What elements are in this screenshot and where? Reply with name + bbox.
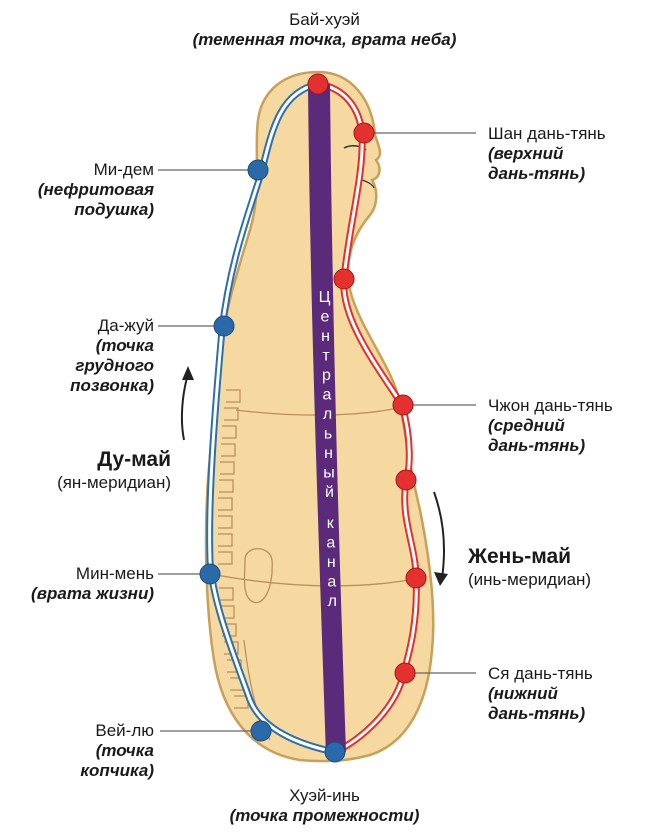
point-huey-in (325, 742, 345, 762)
shan-dantyan-desc-1: (верхний (488, 144, 648, 164)
sya-dantyan-desc-2: дань-тянь) (488, 704, 648, 724)
mi-dem-name: Ми-дем (0, 160, 154, 180)
zhon-dantyan-desc-1: (средний (488, 416, 648, 436)
top-point-label: Бай-хуэй (теменная точка, врата неба) (0, 10, 649, 50)
label-zhen-mai: Жень-май (инь-меридиан) (468, 544, 643, 590)
point-da-zhuy (214, 316, 234, 336)
shan-dantyan-name: Шан дань-тянь (488, 124, 648, 144)
label-du-mai: Ду-май (ян-меридиан) (0, 447, 171, 493)
mi-dem-desc-2: подушка) (0, 200, 154, 220)
top-point-desc: (теменная точка, врата неба) (0, 30, 649, 50)
bottom-point-name: Хуэй-инь (0, 786, 649, 806)
sya-dantyan-desc-1: (нижний (488, 684, 648, 704)
du-mai-arrow (182, 366, 194, 440)
label-mi-dem: Ми-дем (нефритовая подушка) (0, 160, 154, 220)
zhen-mai-subtitle: (инь-меридиан) (468, 570, 643, 590)
mi-dem-desc-1: (нефритовая (0, 180, 154, 200)
label-da-zhuy: Да-жуй (точка грудного позвонка) (0, 316, 154, 396)
vey-lyu-name: Вей-лю (0, 721, 154, 741)
point-upper-red (334, 269, 354, 289)
sya-dantyan-name: Ся дань-тянь (488, 664, 648, 684)
bottom-point-label: Хуэй-инь (точка промежности) (0, 786, 649, 826)
zhen-mai-title: Жень-май (468, 544, 643, 570)
point-sya-dantyan (395, 663, 415, 683)
point-zhon-dantyan (393, 395, 413, 415)
vey-lyu-desc-1: (точка (0, 741, 154, 761)
shan-dantyan-desc-2: дань-тянь) (488, 164, 648, 184)
da-zhuy-desc-1: (точка (0, 336, 154, 356)
point-shan-dantyan (354, 123, 374, 143)
min-men-name: Мин-мень (0, 564, 154, 584)
top-point-name: Бай-хуэй (0, 10, 649, 30)
label-min-men: Мин-мень (врата жизни) (0, 564, 154, 604)
point-low-red (406, 568, 426, 588)
zhon-dantyan-name: Чжон дань-тянь (488, 396, 648, 416)
zhen-mai-arrow (434, 492, 448, 586)
label-zhon-dantyan: Чжон дань-тянь (средний дань-тянь) (488, 396, 648, 456)
point-mi-dem (248, 160, 268, 180)
point-min-men (200, 564, 220, 584)
du-mai-subtitle: (ян-меридиан) (0, 473, 171, 493)
vey-lyu-desc-2: копчика) (0, 761, 154, 781)
point-mid-red (396, 470, 416, 490)
label-sya-dantyan: Ся дань-тянь (нижний дань-тянь) (488, 664, 648, 724)
du-mai-title: Ду-май (0, 447, 171, 473)
da-zhuy-name: Да-жуй (0, 316, 154, 336)
point-vey-lyu (251, 721, 271, 741)
label-vey-lyu: Вей-лю (точка копчика) (0, 721, 154, 781)
da-zhuy-desc-3: позвонка) (0, 376, 154, 396)
da-zhuy-desc-2: грудного (0, 356, 154, 376)
min-men-desc-1: (врата жизни) (0, 584, 154, 604)
label-shan-dantyan: Шан дань-тянь (верхний дань-тянь) (488, 124, 648, 184)
point-bay-huey (308, 74, 328, 94)
bottom-point-desc: (точка промежности) (0, 806, 649, 826)
zhon-dantyan-desc-2: дань-тянь) (488, 436, 648, 456)
